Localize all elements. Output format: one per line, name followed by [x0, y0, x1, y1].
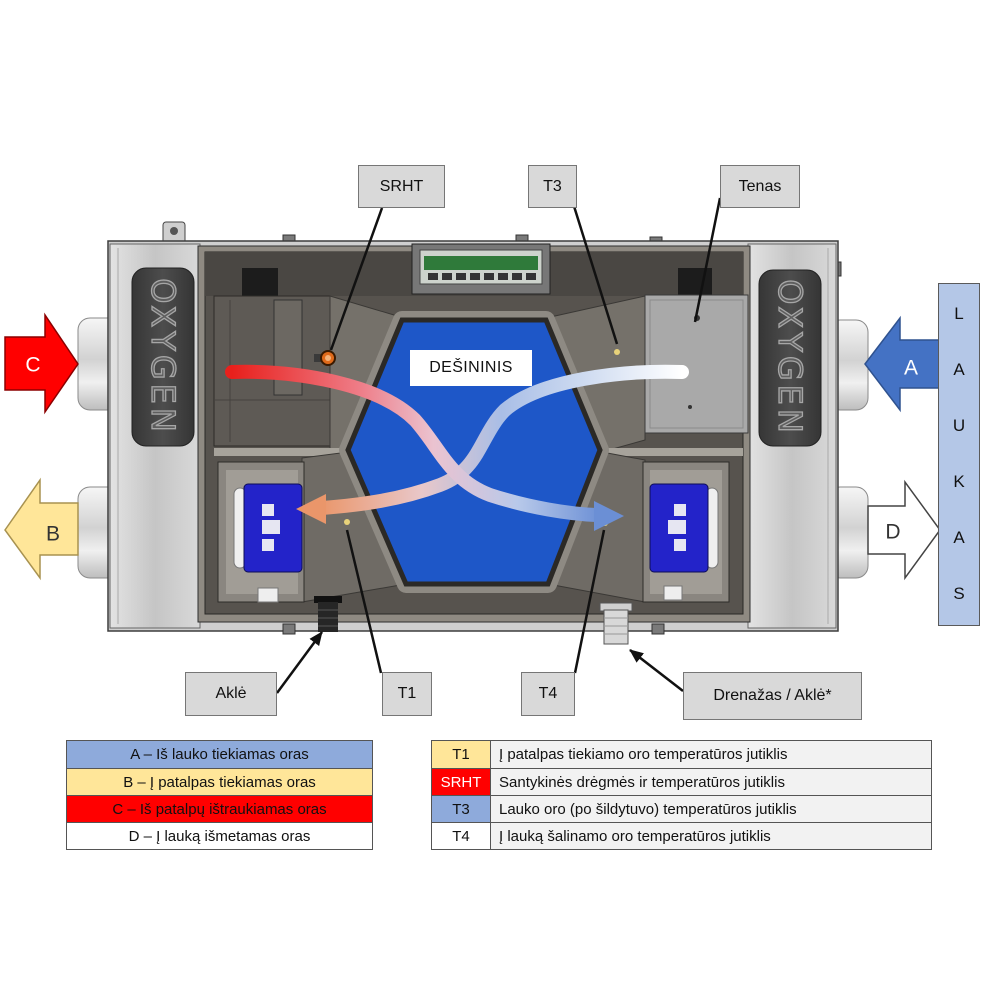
- extract-airflow: [225, 364, 624, 531]
- bottom-connector-left: [282, 623, 296, 635]
- outside-label: LAUKAS: [952, 304, 966, 603]
- air-legend-row-a: A – Iš lauko tiekiamas oras: [67, 741, 372, 768]
- callout-akle: Aklė: [185, 672, 277, 716]
- srht-leader-line: [329, 207, 384, 351]
- brand-text-left: OXYGEN: [144, 278, 182, 436]
- flow-arrow-d-letter: D: [885, 521, 900, 544]
- air-legend: A – Iš lauko tiekiamas oras B – Į patalp…: [66, 740, 373, 850]
- air-legend-row-c: C – Iš patalpų ištraukiamas oras: [67, 795, 372, 822]
- blind-drain-plug: [314, 596, 342, 632]
- sensor-legend-row-t4: T4 Į lauką šalinamo oro temperatūros jut…: [432, 822, 931, 849]
- sensor-desc-t1: Į patalpas tiekiamo oro temperatūros jut…: [491, 741, 931, 768]
- sensor-legend-row-t1: T1 Į patalpas tiekiamo oro temperatūros …: [432, 741, 931, 768]
- sensor-code-srht: SRHT: [432, 769, 491, 795]
- brand-text-right: OXYGEN: [771, 279, 809, 437]
- brand-badge-left: OXYGEN: [131, 267, 195, 447]
- t1-sensor: [344, 519, 350, 525]
- callout-t1: T1: [382, 672, 432, 716]
- tenas-leader-line: [693, 197, 722, 323]
- flow-arrow-a: A: [864, 315, 941, 413]
- t1-leader-line: [345, 529, 383, 674]
- flow-arrow-a-letter: A: [904, 357, 918, 380]
- side-label: DEŠININIS: [410, 350, 532, 386]
- exhaust-fan: [642, 461, 730, 603]
- flow-arrow-b-letter: B: [46, 523, 60, 546]
- air-legend-row-d: D – Į lauką išmetamas oras: [67, 822, 372, 849]
- sensor-desc-t4: Į lauką šalinamo oro temperatūros jutikl…: [491, 823, 931, 849]
- sensor-code-t4: T4: [432, 823, 491, 849]
- sensor-desc-srht: Santykinės drėgmės ir temperatūros jutik…: [491, 769, 931, 795]
- flow-arrow-c: C: [4, 312, 79, 415]
- sensor-legend-row-srht: SRHT Santykinės drėgmės ir temperatūros …: [432, 768, 931, 795]
- t4-leader-line: [573, 529, 606, 674]
- brand-badge-right: OXYGEN: [758, 269, 822, 447]
- flow-arrow-a-shape: [864, 315, 941, 413]
- outside-label-box: LAUKAS: [938, 283, 980, 626]
- drenazas-leader-arrow: [629, 649, 684, 692]
- bracket-right: [678, 268, 712, 298]
- sensor-code-t3: T3: [432, 796, 491, 822]
- akle-leader-arrow: [275, 631, 324, 694]
- flow-arrow-b-shape: [4, 477, 79, 581]
- bracket-left: [242, 268, 278, 298]
- callout-srht: SRHT: [358, 165, 445, 208]
- extract-airflow-arrowhead: [594, 501, 624, 531]
- t3-sensor: [614, 349, 620, 355]
- callout-t3: T3: [528, 165, 577, 208]
- sensor-legend-row-t3: T3 Lauko oro (po šildytuvo) temperatūros…: [432, 795, 931, 822]
- flow-arrow-b: B: [4, 477, 79, 581]
- supply-fan: [217, 461, 305, 603]
- callout-t4: T4: [521, 672, 575, 716]
- bottom-connector-right: [651, 623, 665, 635]
- sensor-legend: T1 Į patalpas tiekiamo oro temperatūros …: [431, 740, 932, 850]
- supply-airflow: [296, 364, 689, 524]
- supply-airflow-arrowhead: [296, 494, 326, 524]
- flow-arrow-c-shape: [4, 312, 79, 415]
- callout-drenazas: Drenažas / Aklė*: [683, 672, 862, 720]
- flow-arrow-d: D: [867, 479, 941, 581]
- t3-leader-line: [571, 202, 619, 345]
- sensor-code-t1: T1: [432, 741, 491, 768]
- flow-arrow-d-shape: [867, 479, 941, 581]
- control-board: [411, 243, 551, 295]
- sensor-desc-t3: Lauko oro (po šildytuvo) temperatūros ju…: [491, 796, 931, 822]
- callout-tenas: Tenas: [720, 165, 800, 208]
- air-legend-row-b: B – Į patalpas tiekiamas oras: [67, 768, 372, 795]
- srht-sensor: [314, 350, 336, 366]
- drain-outlet: [599, 602, 633, 645]
- flow-arrow-c-letter: C: [25, 354, 40, 377]
